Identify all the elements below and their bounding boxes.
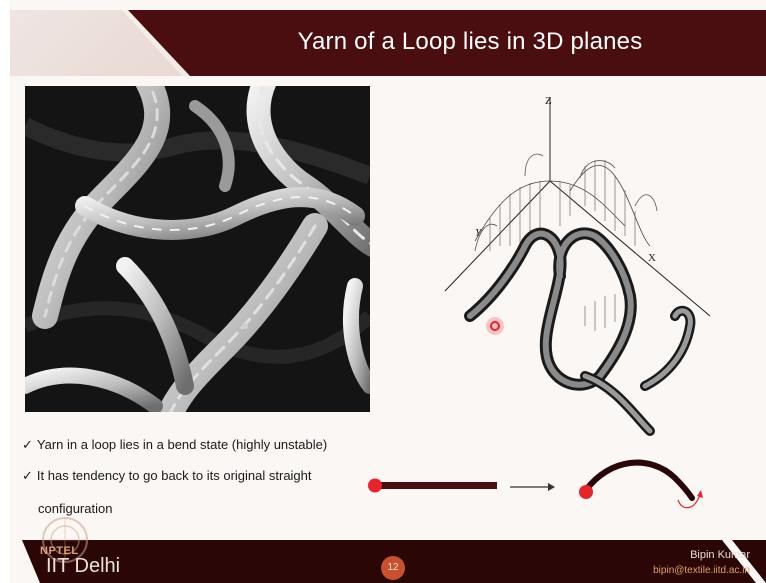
bullet-text: It has tendency to go back to its origin…	[37, 468, 312, 483]
knitted-yarn-micrograph-icon	[25, 86, 370, 412]
yarn-loop-3d-icon: Z Y X	[435, 86, 745, 436]
slide-frame: Yarn of a Loop lies in 3D planes	[10, 0, 766, 583]
transition-arrow	[508, 480, 556, 492]
slide-title: Yarn of a Loop lies in 3D planes	[200, 28, 740, 56]
bullet-text: Yarn in a loop lies in a bend state (hig…	[37, 437, 327, 452]
right-arrow-icon	[508, 481, 556, 493]
bent-yarn-graphic	[570, 448, 710, 518]
straight-yarn-graphic	[365, 470, 500, 500]
bullet-item: ✓ Yarn in a loop lies in a bend state (hi…	[22, 436, 372, 453]
z-axis-label: Z	[545, 95, 552, 107]
page-number-badge: 12	[381, 556, 405, 580]
author-email: bipin@textile.iitd.ac.in	[565, 565, 750, 576]
x-axis-label: X	[648, 252, 656, 264]
bent-yarn-icon	[570, 448, 710, 518]
institute-name: IIT Delhi	[46, 555, 120, 578]
slide-header: Yarn of a Loop lies in 3D planes	[10, 10, 766, 76]
loop-3d-diagram: Z Y X	[435, 86, 745, 436]
check-icon: ✓	[22, 437, 33, 452]
straight-yarn-icon	[365, 470, 500, 500]
check-icon: ✓	[22, 468, 33, 483]
author-name: Bipin Kumar	[580, 549, 750, 561]
knit-micrograph-image	[25, 86, 370, 412]
